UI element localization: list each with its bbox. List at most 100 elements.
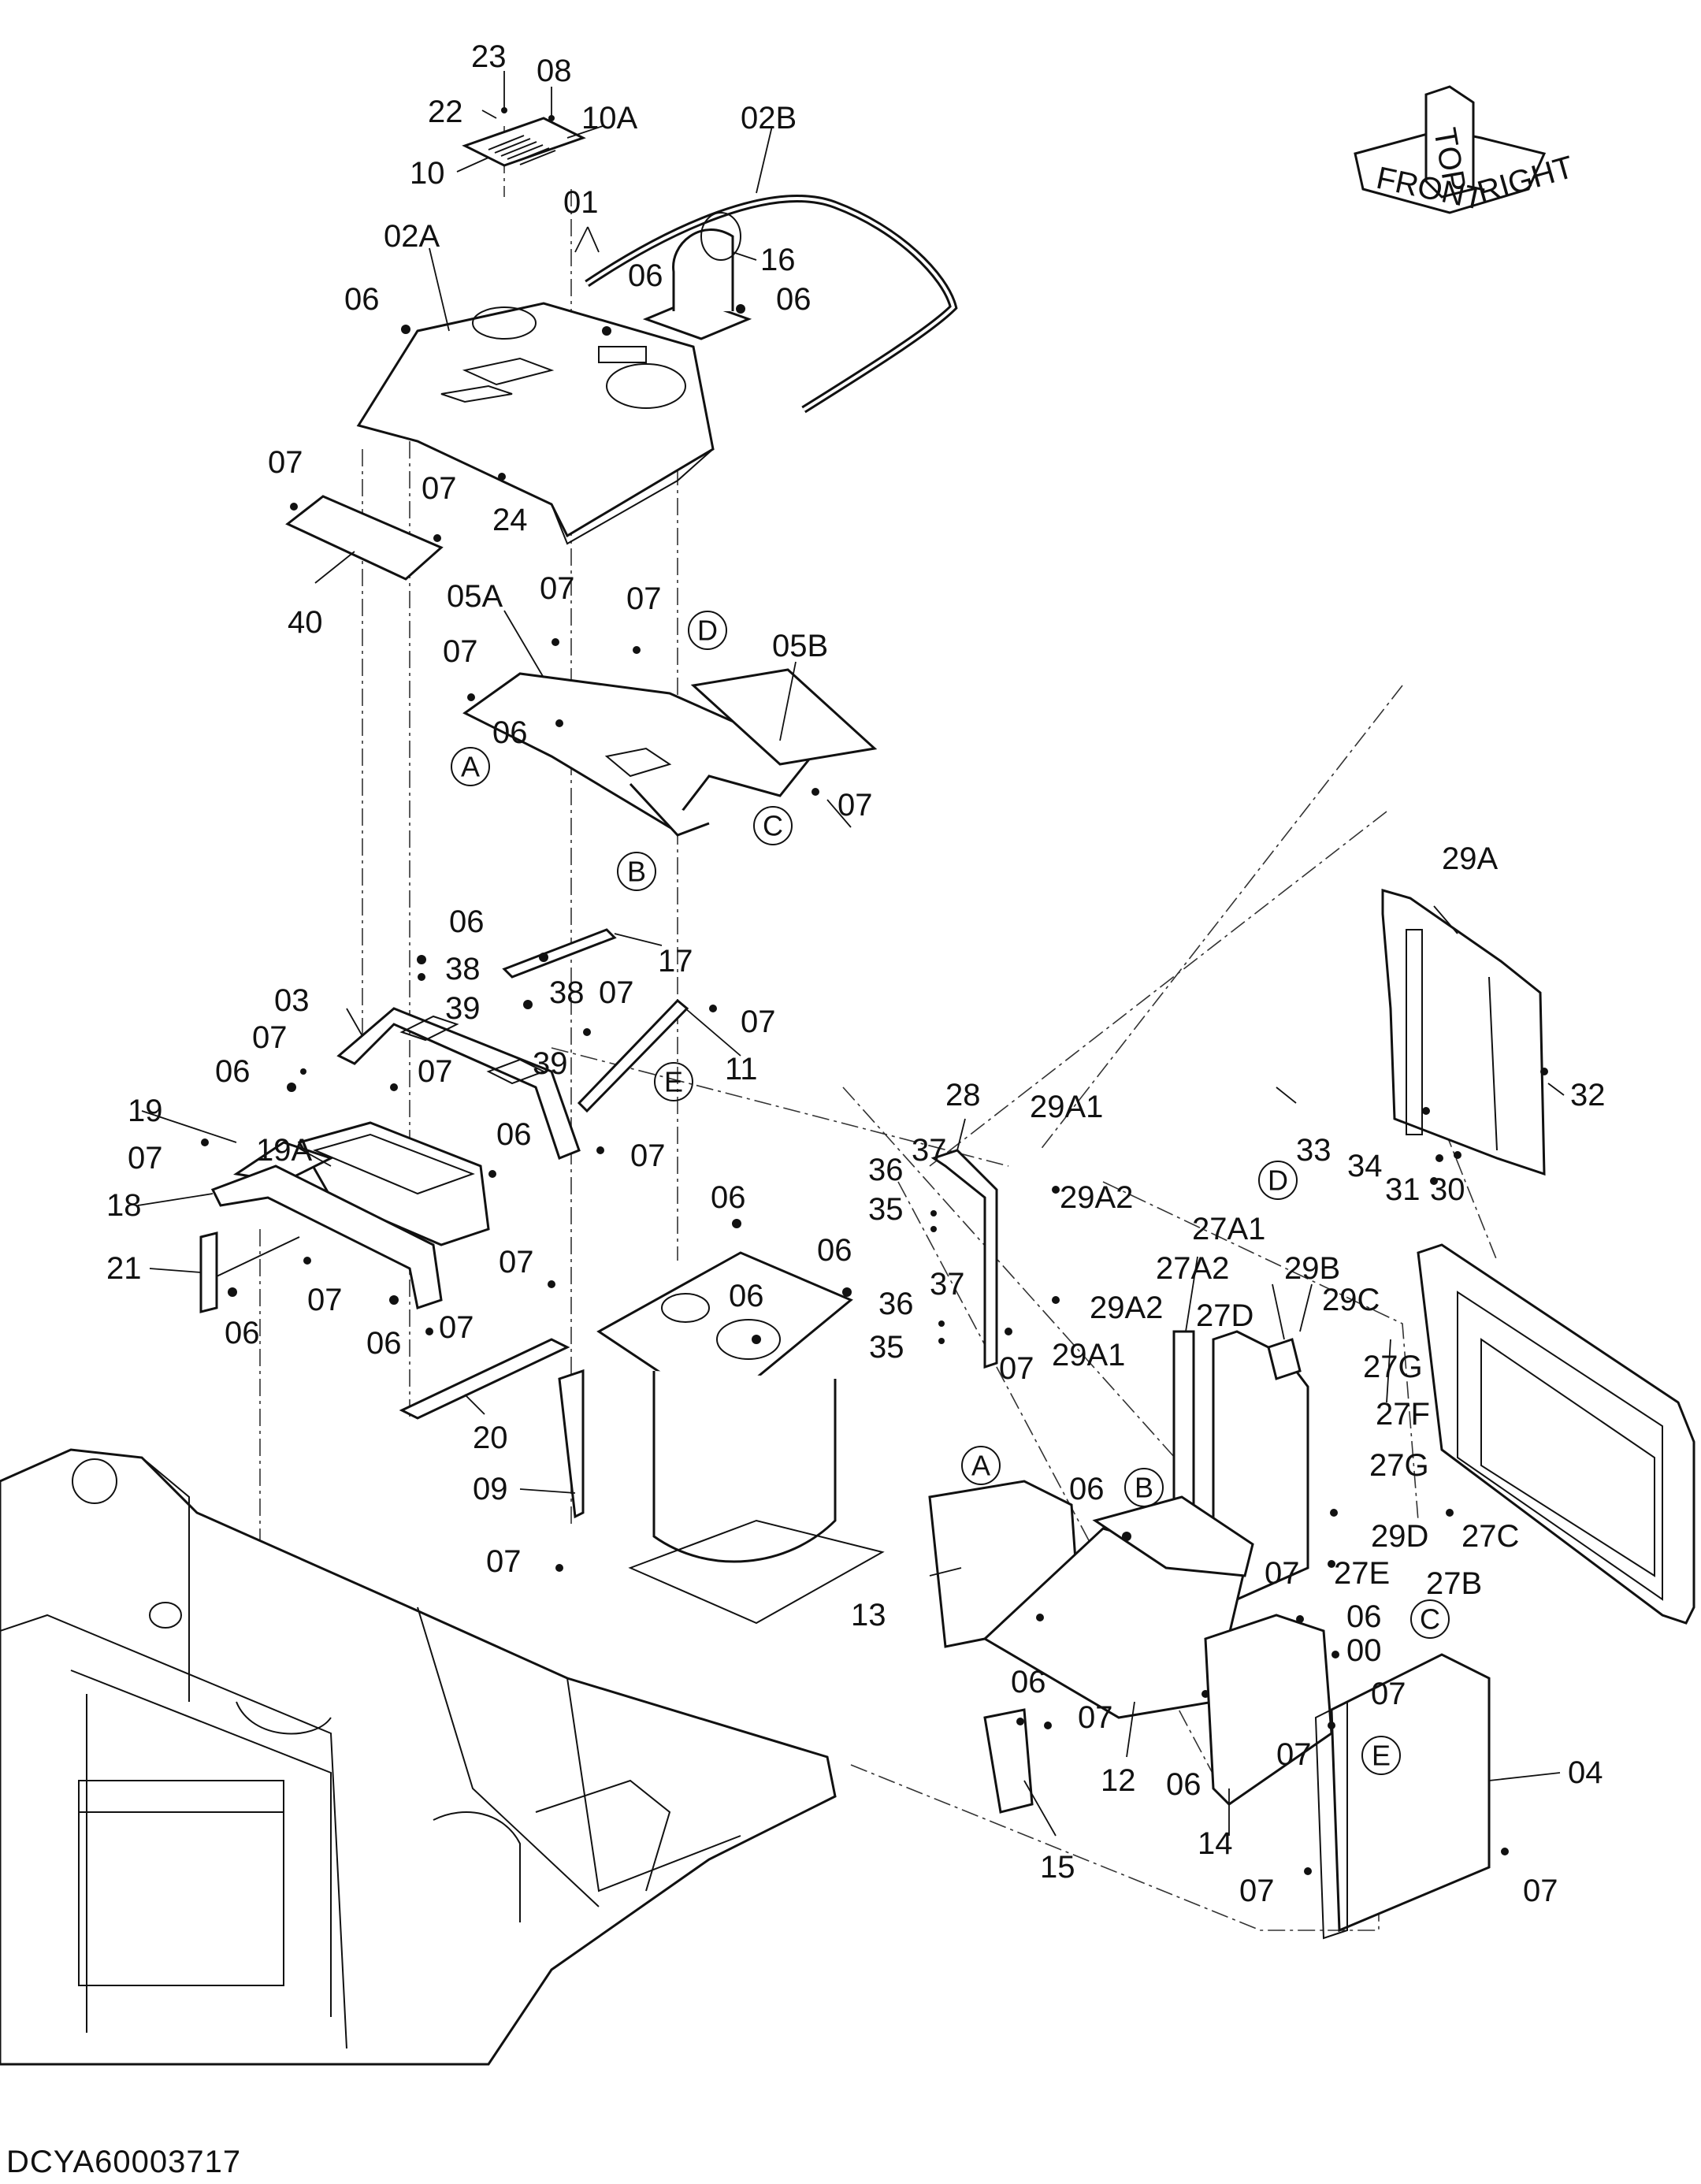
svg-text:A: A — [971, 1450, 990, 1482]
label-06-m: 06 — [1346, 1599, 1382, 1634]
label-06-d: 06 — [492, 715, 528, 750]
label-06-e: 06 — [449, 904, 485, 939]
label-06-c: 06 — [776, 282, 812, 317]
label-19a: 19A — [256, 1133, 312, 1168]
ref-circle-e-upper: E — [654, 1062, 693, 1101]
part-lower-brackets — [199, 1164, 585, 1519]
label-29c: 29C — [1322, 1283, 1380, 1317]
label-27c: 27C — [1461, 1519, 1519, 1554]
ref-circle-a-upper: A — [451, 747, 490, 786]
label-11: 11 — [725, 1052, 758, 1086]
label-02b: 02B — [741, 101, 797, 136]
label-12: 12 — [1101, 1763, 1136, 1798]
label-14: 14 — [1198, 1826, 1233, 1861]
label-27e: 27E — [1334, 1556, 1390, 1591]
part-exhaust-stack — [642, 212, 752, 340]
label-05a: 05A — [447, 579, 503, 614]
label-06-o: 06 — [1011, 1665, 1046, 1699]
label-18: 18 — [106, 1188, 142, 1223]
label-27g-a: 27G — [1363, 1350, 1423, 1384]
label-07-k: 07 — [630, 1138, 666, 1173]
label-37-b: 37 — [930, 1267, 965, 1302]
label-07-b: 07 — [422, 471, 457, 506]
part-grille-plate — [462, 117, 586, 167]
label-07-r: 07 — [1265, 1556, 1300, 1591]
svg-text:E: E — [664, 1066, 683, 1098]
label-29a2-a: 29A2 — [1060, 1180, 1133, 1215]
label-21: 21 — [106, 1251, 142, 1286]
svg-text:A: A — [461, 751, 480, 783]
part-seal-strip — [585, 195, 958, 414]
label-03: 03 — [274, 983, 310, 1018]
part-right-door — [1417, 1243, 1695, 1625]
label-06-b: 06 — [628, 258, 663, 293]
part-lower-trays — [928, 1480, 1333, 1814]
label-37-a: 37 — [912, 1133, 947, 1168]
label-27a1: 27A1 — [1192, 1212, 1265, 1246]
label-06-g: 06 — [496, 1117, 532, 1152]
label-06-i: 06 — [366, 1326, 402, 1361]
label-05b: 05B — [772, 629, 828, 663]
part-small-plate — [285, 495, 444, 581]
label-07-c: 07 — [540, 571, 575, 606]
label-36-a: 36 — [868, 1153, 904, 1187]
svg-text:E: E — [1372, 1740, 1391, 1772]
label-35-a: 35 — [868, 1192, 904, 1227]
part-rail-17 — [502, 928, 617, 979]
label-06-j: 06 — [711, 1180, 746, 1215]
label-29a1-a: 29A1 — [1030, 1090, 1103, 1124]
label-38-b: 38 — [549, 975, 585, 1010]
label-07-g: 07 — [599, 975, 634, 1010]
leader-lines — [137, 71, 1565, 1837]
label-22: 22 — [428, 95, 463, 129]
label-30: 30 — [1430, 1172, 1465, 1207]
label-33: 33 — [1296, 1133, 1331, 1168]
label-07-s: 07 — [1371, 1677, 1406, 1711]
label-04: 04 — [1568, 1755, 1603, 1790]
label-07-d: 07 — [626, 581, 662, 616]
label-07-e: 07 — [443, 634, 478, 669]
label-07-u: 07 — [1276, 1737, 1312, 1772]
label-23: 23 — [471, 39, 507, 74]
label-36-b: 36 — [878, 1287, 914, 1321]
label-24: 24 — [492, 503, 528, 537]
label-17: 17 — [658, 944, 693, 979]
label-35-b: 35 — [869, 1330, 904, 1365]
label-32: 32 — [1570, 1078, 1606, 1112]
label-06-k: 06 — [729, 1279, 764, 1313]
label-07-v: 07 — [1523, 1874, 1558, 1908]
label-06-f: 06 — [215, 1054, 251, 1089]
ref-circle-c-upper: C — [753, 806, 793, 845]
svg-text:D: D — [697, 615, 718, 647]
ref-circle-e-lower: E — [1361, 1736, 1401, 1775]
label-00: 00 — [1346, 1633, 1382, 1668]
part-labels: 23 22 08 10A 10 02B 01 02A 16 06 06 06 0… — [106, 39, 1606, 1908]
drawing-number: DCYA60003717 — [6, 2145, 242, 2179]
label-29a2-b: 29A2 — [1090, 1291, 1163, 1325]
label-01: 01 — [563, 185, 599, 220]
part-bracket-frame — [336, 1007, 581, 1160]
circled-refs: D A C B E D A B C E — [451, 611, 1450, 1775]
label-06-h: 06 — [225, 1316, 260, 1350]
label-27f: 27F — [1376, 1397, 1430, 1432]
label-07-o: 07 — [439, 1310, 474, 1345]
label-19: 19 — [128, 1094, 163, 1128]
label-07-j: 07 — [418, 1054, 453, 1089]
label-27g-b: 27G — [1369, 1448, 1429, 1483]
label-29d: 29D — [1371, 1519, 1428, 1554]
label-28: 28 — [945, 1078, 981, 1112]
label-29b: 29B — [1284, 1251, 1340, 1286]
label-06-p: 06 — [1166, 1767, 1201, 1802]
part-main-frame — [0, 1448, 837, 2066]
ref-circle-d-lower: D — [1258, 1161, 1298, 1200]
part-upper-frame — [462, 668, 878, 837]
part-right-panel — [1381, 889, 1546, 1176]
label-06-a: 06 — [344, 282, 380, 317]
label-34: 34 — [1347, 1149, 1383, 1183]
label-08: 08 — [537, 54, 572, 88]
label-13: 13 — [851, 1598, 886, 1632]
label-29a: 29A — [1442, 841, 1498, 876]
label-10a: 10A — [581, 101, 637, 136]
label-07-f: 07 — [838, 788, 873, 823]
